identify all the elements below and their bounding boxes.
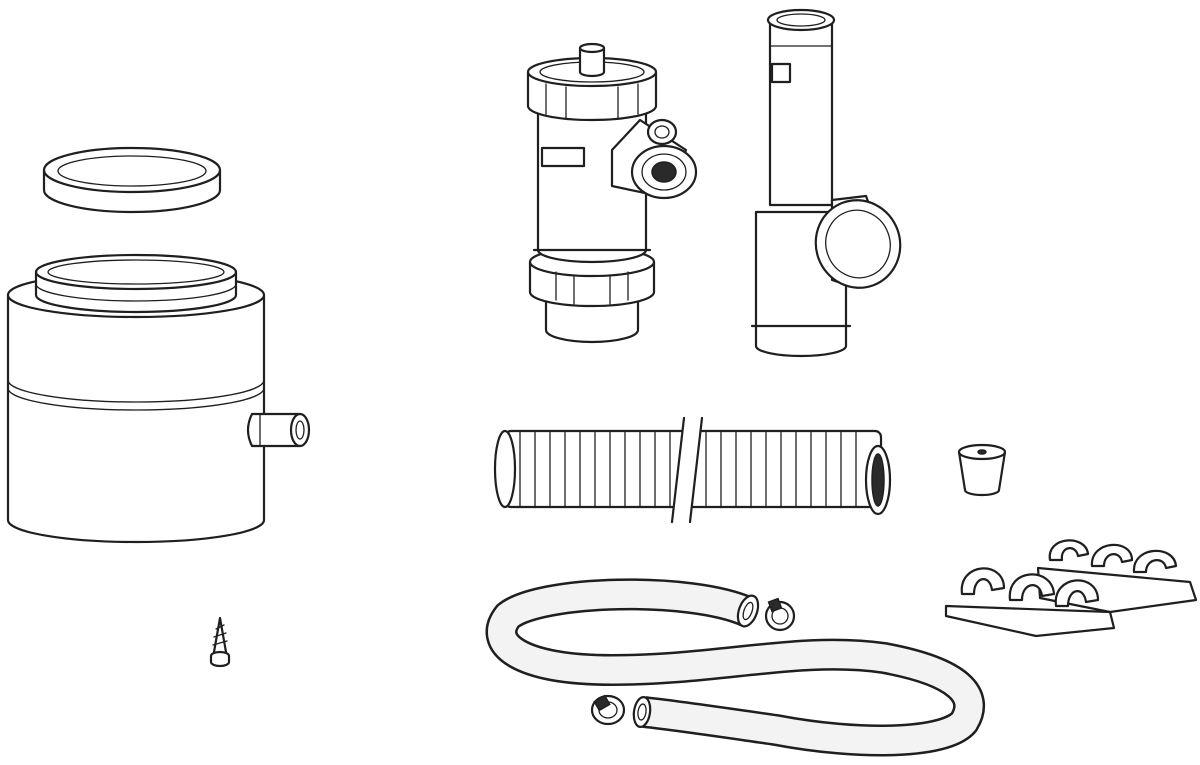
siphon-trap — [526, 42, 698, 344]
clip-strip-front — [944, 567, 1116, 638]
hose-clamp-lower — [590, 694, 626, 726]
y-branch-fitting — [750, 8, 902, 358]
rubber-plug — [957, 443, 1007, 497]
self-tapping-screw — [209, 616, 231, 668]
hose-clamp — [590, 597, 796, 726]
corrugated-drain-hose — [493, 416, 892, 524]
sealing-ring — [42, 146, 222, 214]
clip-strip-rear — [1036, 539, 1198, 614]
flexible-tube — [485, 578, 985, 757]
hose-clamp-upper — [764, 597, 796, 632]
collector-outlet-nozzle — [246, 412, 311, 448]
length-break-symbol — [670, 416, 704, 524]
mounting-clip-strips — [944, 539, 1198, 638]
siphon-side-port — [610, 118, 698, 200]
condensate-collector — [6, 253, 311, 544]
